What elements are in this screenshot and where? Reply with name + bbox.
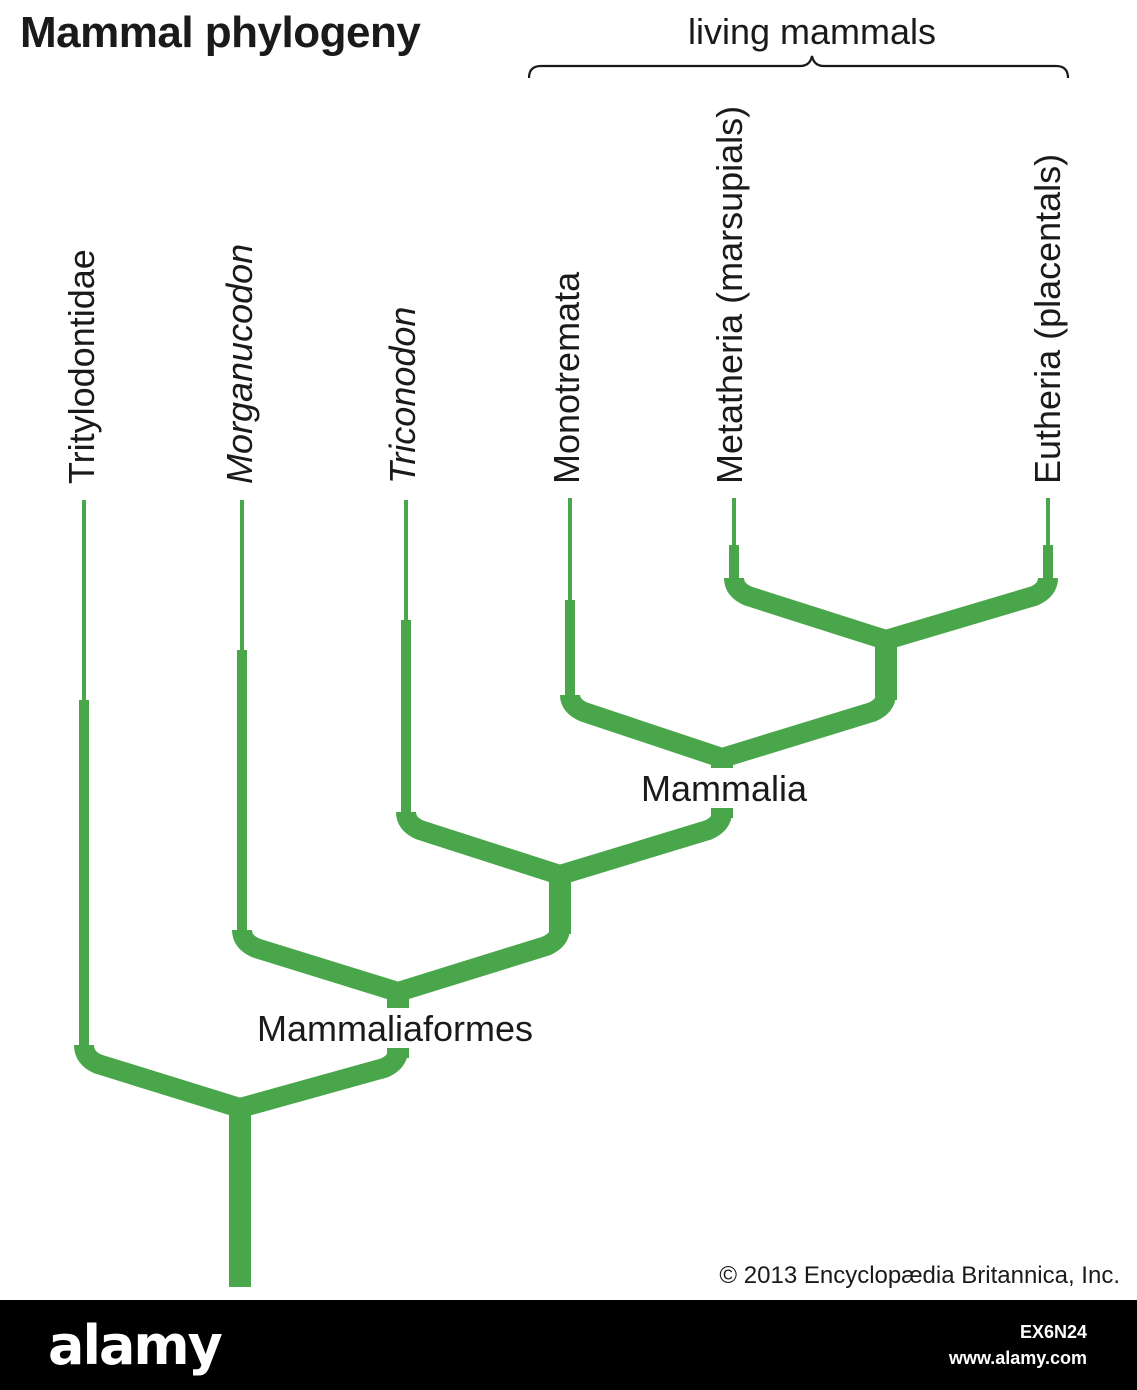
taxon-label-metatheria: Metatheria (marsupials) — [709, 106, 750, 484]
clade-label-mammaliaformes: Mammaliaformes — [257, 1008, 533, 1049]
taxon-label-eutheria: Eutheria (placentals) — [1027, 154, 1068, 484]
branch-mammalia-right — [719, 693, 896, 768]
branch-theria-left — [724, 577, 890, 650]
branch-mammalia-left — [560, 694, 726, 768]
taxon-label-triconodon: Triconodon — [382, 307, 423, 484]
branch-mammaliaformes-right — [395, 927, 570, 1002]
phylogeny-diagram: living mammals Tritylodontidae Morganuco… — [61, 11, 1120, 1289]
branch-node3-left — [396, 811, 564, 885]
branch-theria-right — [883, 577, 1058, 650]
label-bg-mammalia — [632, 768, 816, 808]
taxon-label-morganucodon: Morganucodon — [219, 244, 260, 484]
image-id: EX6N24 — [1019, 1322, 1087, 1342]
branch-root-left — [74, 1044, 243, 1118]
footer-url: www.alamy.com — [948, 1348, 1087, 1368]
taxon-label-tritylodontidae: Tritylodontidae — [61, 249, 102, 484]
label-bg-mammaliaformes — [243, 1008, 546, 1048]
copyright-text: © 2013 Encyclopædia Britannica, Inc. — [719, 1262, 1120, 1289]
living-mammals-bracket — [527, 55, 1070, 79]
living-mammals-label: living mammals — [688, 11, 936, 52]
branch-root-right — [237, 1049, 408, 1118]
branch-mammaliaformes-left — [232, 929, 401, 1002]
watermark-footer: alamy EX6N24 www.alamy.com — [0, 1300, 1137, 1390]
clade-label-mammalia: Mammalia — [641, 768, 808, 809]
page-title: Mammal phylogeny — [20, 8, 421, 57]
branch-node3-right — [557, 811, 732, 885]
alamy-logo: alamy — [48, 1314, 223, 1377]
taxon-label-monotremata: Monotremata — [546, 271, 587, 484]
